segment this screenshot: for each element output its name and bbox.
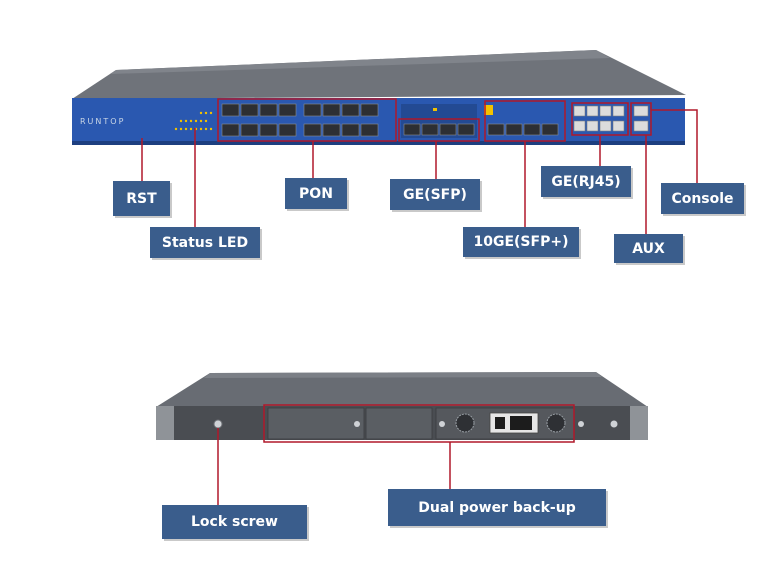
lock-screw	[213, 419, 223, 429]
pon-callout-box	[217, 98, 397, 142]
lock-screw-label: Lock screw	[162, 505, 307, 539]
rear-top-highlight	[204, 372, 602, 378]
ge-rj45-label: GE(RJ45)	[541, 166, 631, 197]
console-aux-ports	[633, 105, 649, 132]
slot-screw-3	[578, 421, 584, 427]
power-slot-1	[267, 407, 365, 440]
fan-icon-left	[455, 413, 475, 433]
brand-logo-text: RUNTOP	[80, 117, 126, 126]
front-top-highlight	[110, 50, 610, 74]
ge-sfp-ports	[403, 123, 475, 136]
dual-power-label: Dual power back-up	[388, 489, 606, 526]
power-switch	[495, 417, 505, 429]
rear-left-flange	[156, 406, 174, 440]
pon-ports	[221, 103, 379, 137]
console-label: Console	[661, 183, 744, 214]
power-socket	[510, 416, 532, 430]
aux-label: AUX	[614, 234, 683, 263]
ge-sfp-status-led	[433, 108, 437, 111]
warning-sticker	[484, 105, 493, 115]
ten-ge-sfp-ports	[487, 123, 559, 136]
rst-label: RST	[113, 181, 170, 216]
front-panel-bottom-edge	[72, 141, 685, 145]
front-leader-lines	[141, 109, 698, 234]
fan-icon-right	[546, 413, 566, 433]
ge-sfp-label: GE(SFP)	[390, 179, 480, 210]
front-device	[72, 50, 686, 145]
ground-screw	[610, 420, 618, 428]
ten-ge-sfp-label: 10GE(SFP+)	[463, 227, 579, 257]
status-led-label: Status LED	[150, 227, 260, 258]
front-top-surface	[72, 50, 686, 99]
slot-screw-1	[354, 421, 360, 427]
ge-rj45-ports	[573, 105, 625, 132]
console-aux-callout-box	[630, 102, 652, 136]
slot-screw-2	[439, 421, 445, 427]
console-leader	[651, 109, 698, 183]
rear-device	[156, 372, 648, 440]
power-slot-2	[365, 407, 433, 440]
dual-power-callout-box	[263, 404, 575, 443]
ge-sfp-callout-box	[398, 118, 480, 142]
pon-label: PON	[285, 178, 347, 209]
rear-top-surface	[156, 372, 648, 407]
rear-callouts	[217, 404, 575, 505]
rear-right-flange	[630, 406, 648, 440]
